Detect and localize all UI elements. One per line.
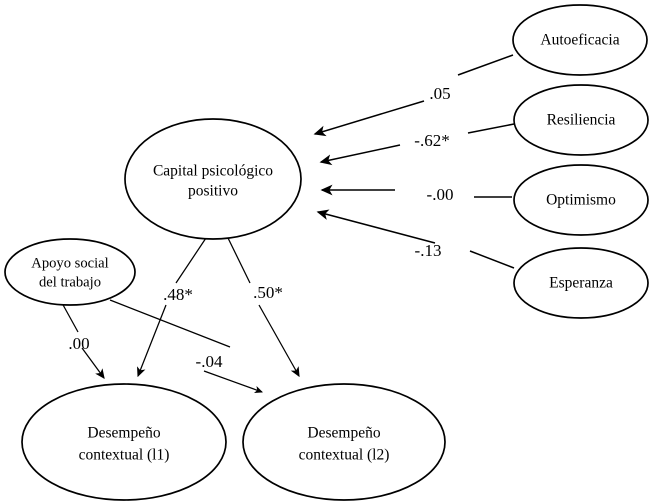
node-autoeficacia-ellipse bbox=[512, 4, 648, 76]
node-capital-label-line2: positivo bbox=[188, 183, 238, 200]
node-resiliencia[interactable]: Resiliencia bbox=[513, 84, 649, 156]
node-resiliencia-label: Resiliencia bbox=[547, 112, 616, 129]
node-resiliencia-ellipse bbox=[513, 84, 649, 156]
path-apoyo-to-outcome2-stub bbox=[109, 299, 231, 348]
coef-esperanza-to-capital: -.13 bbox=[415, 241, 442, 260]
connector-esperanza-stub bbox=[469, 250, 515, 269]
path-autoeficacia-to-capital bbox=[313, 100, 425, 137]
node-autoeficacia-label: Autoeficacia bbox=[540, 32, 619, 49]
node-capital-psicologico-positivo[interactable]: Capital psicológico positivo bbox=[124, 118, 302, 240]
node-outcome1-label-line2: contextual (l1) bbox=[79, 447, 170, 464]
node-esperanza-ellipse bbox=[513, 247, 649, 319]
path-capital-to-outcome2 bbox=[258, 304, 300, 378]
node-desempeno-contextual-l1[interactable]: Desempeño contextual (l1) bbox=[21, 383, 227, 501]
node-outcome2-label-line2: contextual (l2) bbox=[299, 447, 390, 464]
node-apoyo-label-line1: Apoyo social bbox=[31, 255, 108, 271]
node-optimismo-label: Optimismo bbox=[546, 192, 616, 209]
path-capital-to-outcome2-upper bbox=[227, 237, 251, 284]
node-desempeno-contextual-l2[interactable]: Desempeño contextual (l2) bbox=[242, 383, 446, 501]
path-esperanza-to-capital bbox=[316, 209, 436, 244]
path-capital-to-outcome1 bbox=[137, 304, 167, 378]
node-outcome2-label-line1: Desempeño bbox=[307, 425, 380, 442]
node-outcome2-ellipse bbox=[242, 383, 446, 501]
coef-optimismo-to-capital: -.00 bbox=[427, 185, 454, 204]
path-resiliencia-to-capital bbox=[319, 144, 401, 166]
node-autoeficacia[interactable]: Autoeficacia bbox=[512, 4, 648, 76]
node-capital-label-line1: Capital psicológico bbox=[153, 163, 273, 180]
node-esperanza-label: Esperanza bbox=[549, 275, 613, 292]
coef-autoeficacia-to-capital: .05 bbox=[429, 84, 450, 103]
node-outcome1-label-line1: Desempeño bbox=[87, 425, 160, 442]
node-esperanza[interactable]: Esperanza bbox=[513, 247, 649, 319]
node-outcome1-ellipse bbox=[21, 383, 227, 501]
connector-autoeficacia-stub bbox=[457, 54, 514, 76]
coef-capital-to-outcome2: .50* bbox=[253, 283, 283, 302]
path-apoyo-to-outcome2 bbox=[203, 370, 263, 394]
connector-resiliencia-stub bbox=[467, 123, 515, 134]
node-optimismo[interactable]: Optimismo bbox=[513, 164, 649, 236]
node-apoyo-label-line2: del trabajo bbox=[39, 274, 101, 290]
coef-apoyo-to-outcome1: .00 bbox=[68, 334, 89, 353]
path-capital-to-outcome1-upper bbox=[175, 237, 207, 284]
node-apoyo-social-del-trabajo[interactable]: Apoyo social del trabajo bbox=[4, 238, 136, 306]
node-capital-ellipse bbox=[124, 118, 302, 240]
path-apoyo-to-outcome1 bbox=[81, 347, 105, 380]
node-optimismo-ellipse bbox=[513, 164, 649, 236]
node-apoyo-ellipse bbox=[4, 238, 136, 306]
coef-capital-to-outcome1: .48* bbox=[163, 285, 193, 304]
coef-apoyo-to-outcome2: -.04 bbox=[196, 352, 223, 371]
coef-resiliencia-to-capital: -.62* bbox=[414, 131, 449, 150]
path-apoyo-to-outcome1-stub bbox=[61, 302, 79, 333]
